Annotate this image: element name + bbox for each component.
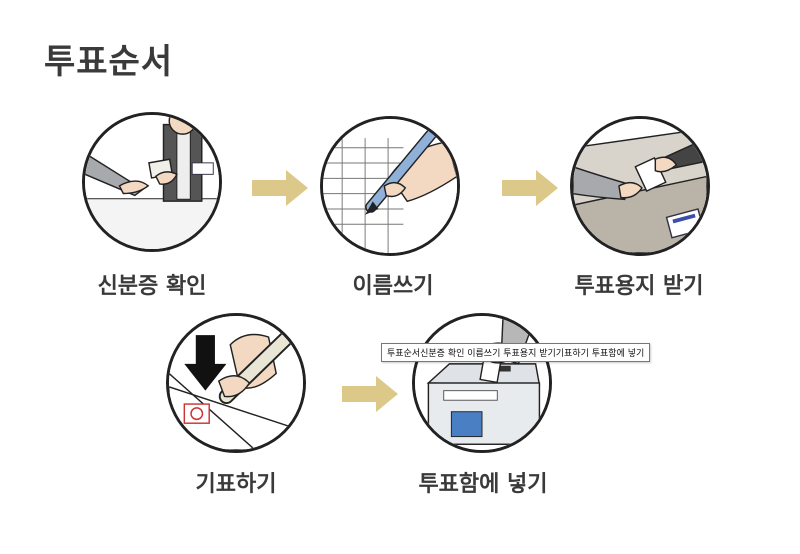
step-label-write-name: 이름쓰기 (352, 274, 434, 299)
stamp-ballot-icon (166, 313, 306, 453)
step-label-id-check: 신분증 확인 (97, 274, 207, 299)
step-label-ballot-box: 투표함에 넣기 (418, 472, 548, 497)
receive-ballot-icon (570, 116, 710, 256)
tooltip: 투표순서신분증 확인 이름쓰기 투표용지 받기기표하기 투표함에 넣기 (381, 343, 651, 362)
step-label-stamp: 기표하기 (195, 472, 277, 497)
ballot-box-icon (412, 313, 552, 453)
arrow-right-icon (252, 170, 308, 206)
id-check-icon (82, 112, 222, 252)
arrow-right-icon (342, 376, 398, 412)
signing-pen-icon (320, 116, 460, 256)
page-title: 투표순서 (44, 42, 174, 82)
arrow-right-icon (502, 170, 558, 206)
step-label-receive-ballot: 투표용지 받기 (574, 274, 704, 299)
